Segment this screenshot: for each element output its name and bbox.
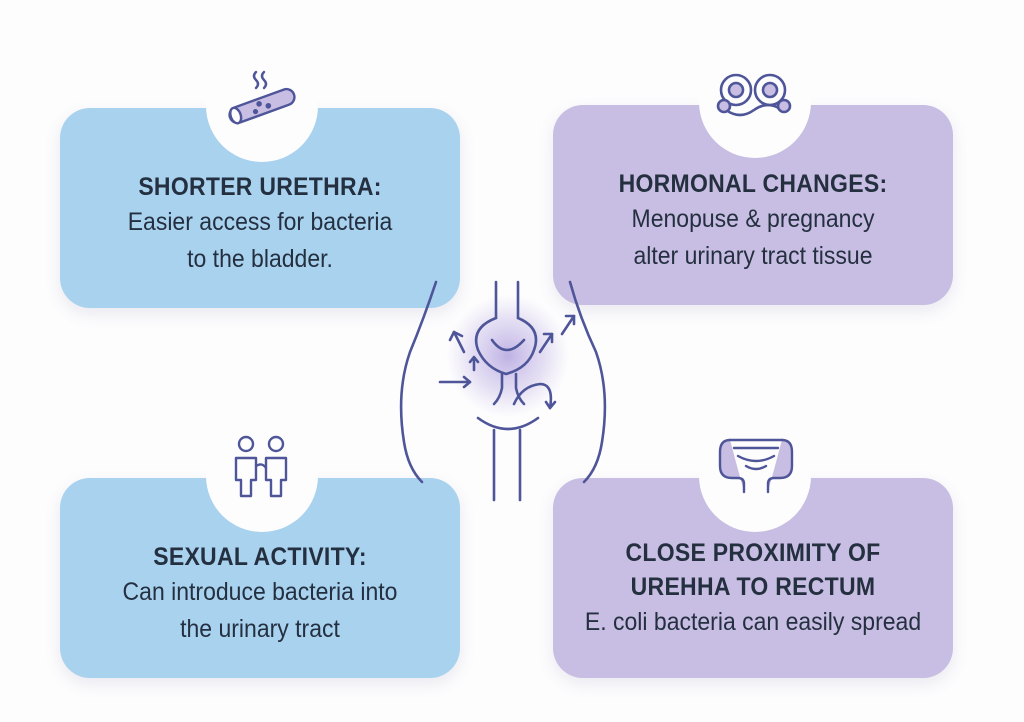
female-urinary-anatomy-icon [399, 280, 607, 502]
card-close-proximity-text: CLOSE PROXIMITY OF UREHHA TO RECTUM E. c… [553, 536, 953, 641]
card-body: Can introduce bacteria into the urinary … [76, 574, 444, 648]
card-title-line: UREHHA TO RECTUM [630, 573, 876, 601]
icon-notch [699, 420, 811, 532]
icon-notch [699, 46, 811, 158]
card-body: Menopuse & pregnancy alter urinary tract… [569, 201, 937, 275]
card-title: SEXUAL ACTIVITY: [153, 543, 367, 571]
card-body-line: E. coli bacteria can easily spread [584, 608, 922, 636]
card-title-line: CLOSE PROXIMITY OF [625, 539, 881, 567]
card-title: SHORTER URETHRA: [138, 173, 382, 201]
icon-notch [206, 420, 318, 532]
card-body: E. coli bacteria can easily spread [569, 604, 937, 641]
intestine-icon [718, 438, 794, 494]
card-body-line: Easier access for bacteria [127, 208, 393, 236]
card-sexual-activity-text: SEXUAL ACTIVITY: Can introduce bacteria … [60, 540, 460, 648]
card-body-line: Can introduce bacteria into [122, 578, 398, 606]
card-body: Easier access for bacteria to the bladde… [76, 204, 444, 278]
card-shorter-urethra-text: SHORTER URETHRA: Easier access for bacte… [60, 170, 460, 278]
card-hormonal-changes-text: HORMONAL CHANGES: Menopuse & pregnancy a… [553, 167, 953, 275]
couple-icon [234, 435, 288, 498]
cigarette-icon [228, 70, 296, 125]
card-title: HORMONAL CHANGES: [618, 170, 888, 198]
card-title: CLOSE PROXIMITY OF UREHHA TO RECTUM [569, 536, 937, 604]
card-body-line: alter urinary tract tissue [633, 242, 873, 270]
card-body-line: Menopuse & pregnancy [631, 205, 875, 233]
card-body-line: the urinary tract [180, 615, 340, 643]
hormone-molecule-icon [716, 73, 792, 117]
card-body-line: to the bladder. [187, 245, 333, 273]
